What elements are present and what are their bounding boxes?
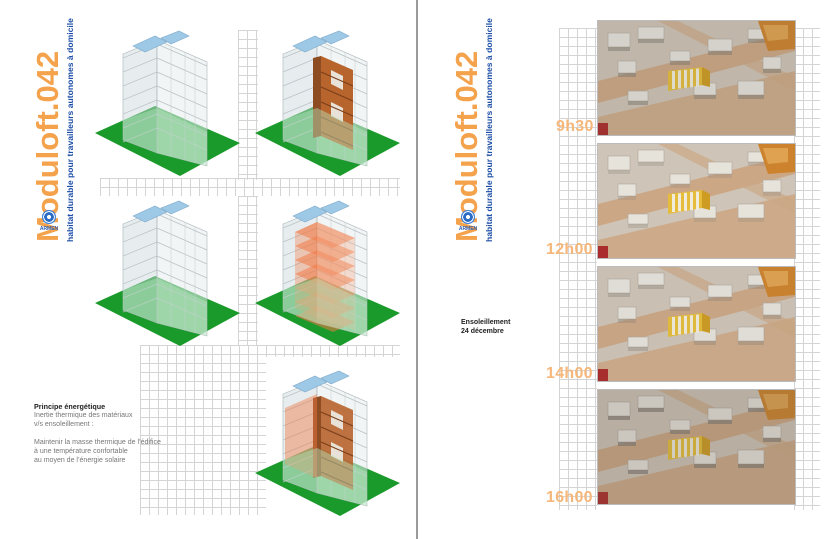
building-isometric-svg	[255, 370, 400, 516]
building-isometric-svg	[95, 30, 240, 176]
building-diagram-brick	[255, 28, 405, 180]
city-render-svg	[598, 21, 795, 135]
time-label-1200: 12h00	[546, 241, 593, 258]
city-render-svg	[598, 390, 795, 504]
sun-study-render-1600	[597, 389, 796, 505]
sun-study-render-0930	[597, 20, 796, 136]
brand-title-right: Moduloft.042	[449, 50, 484, 242]
grid-block-bottom	[140, 345, 266, 515]
brand-title: Moduloft.042	[30, 50, 65, 242]
vertical-title: Moduloft.042 habitat durable pour travai…	[30, 18, 75, 242]
building-diagram-glass-1	[95, 28, 245, 180]
building-diagram-heat	[255, 198, 405, 350]
building-isometric-svg	[255, 30, 400, 176]
sun-study-render-1200	[597, 143, 796, 259]
armen-logo: ARMEN	[38, 210, 60, 244]
logo-label-right: ARMEN	[458, 226, 478, 232]
vertical-title-right: Moduloft.042 habitat durable pour travai…	[449, 18, 494, 242]
energy-subheading-line-2: v/s ensoleillement :	[34, 421, 94, 428]
time-label-1600: 16h00	[546, 489, 593, 506]
sunlight-caption-line-1: Ensoleillement	[461, 319, 511, 326]
energy-subheading-line-1: Inertie thermique des matériaux	[34, 412, 133, 419]
sun-study-render-1400	[597, 266, 796, 382]
energy-heading: Principe énergétique	[34, 402, 106, 411]
grid-column-right	[794, 28, 820, 510]
energy-body-line-2: à une température confortable	[34, 448, 128, 455]
time-label-1400: 14h00	[546, 365, 593, 382]
building-diagram-glass-2	[95, 198, 245, 350]
energy-principle-block: Principe énergétique Inertie thermique d…	[34, 402, 194, 465]
energy-body-line-3: au moyen de l’énergie solaire	[34, 457, 126, 464]
logo-label: ARMEN	[39, 226, 59, 232]
time-label-0930: 9h30	[556, 118, 594, 135]
grid-column-left	[559, 28, 597, 510]
grid-strip-vertical-top	[238, 30, 258, 180]
energy-body-line-1: Maintenir la masse thermique de l’édific…	[34, 439, 161, 446]
sun-logo-icon	[461, 210, 475, 224]
right-page: Moduloft.042 habitat durable pour travai…	[419, 0, 834, 539]
grid-strip-vertical-mid	[238, 196, 258, 346]
building-isometric-svg	[95, 200, 240, 346]
sunlight-caption: Ensoleillement 24 décembre	[461, 318, 510, 336]
building-isometric-svg	[255, 200, 400, 346]
spread-divider	[416, 0, 418, 539]
city-render-svg	[598, 144, 795, 258]
armen-logo-right: ARMEN	[457, 210, 479, 244]
city-render-svg	[598, 267, 795, 381]
sun-logo-icon	[42, 210, 56, 224]
left-page: Moduloft.042 habitat durable pour travai…	[30, 18, 405, 520]
sunlight-caption-line-2: 24 décembre	[461, 328, 504, 335]
brand-tagline: habitat durable pour travailleurs autono…	[65, 18, 75, 242]
brand-tagline-right: habitat durable pour travailleurs autono…	[484, 18, 494, 242]
grid-strip-horizontal-mid	[100, 178, 400, 196]
building-diagram-brick-heat	[255, 368, 405, 520]
grid-strip-horizontal-bottom	[140, 345, 400, 357]
